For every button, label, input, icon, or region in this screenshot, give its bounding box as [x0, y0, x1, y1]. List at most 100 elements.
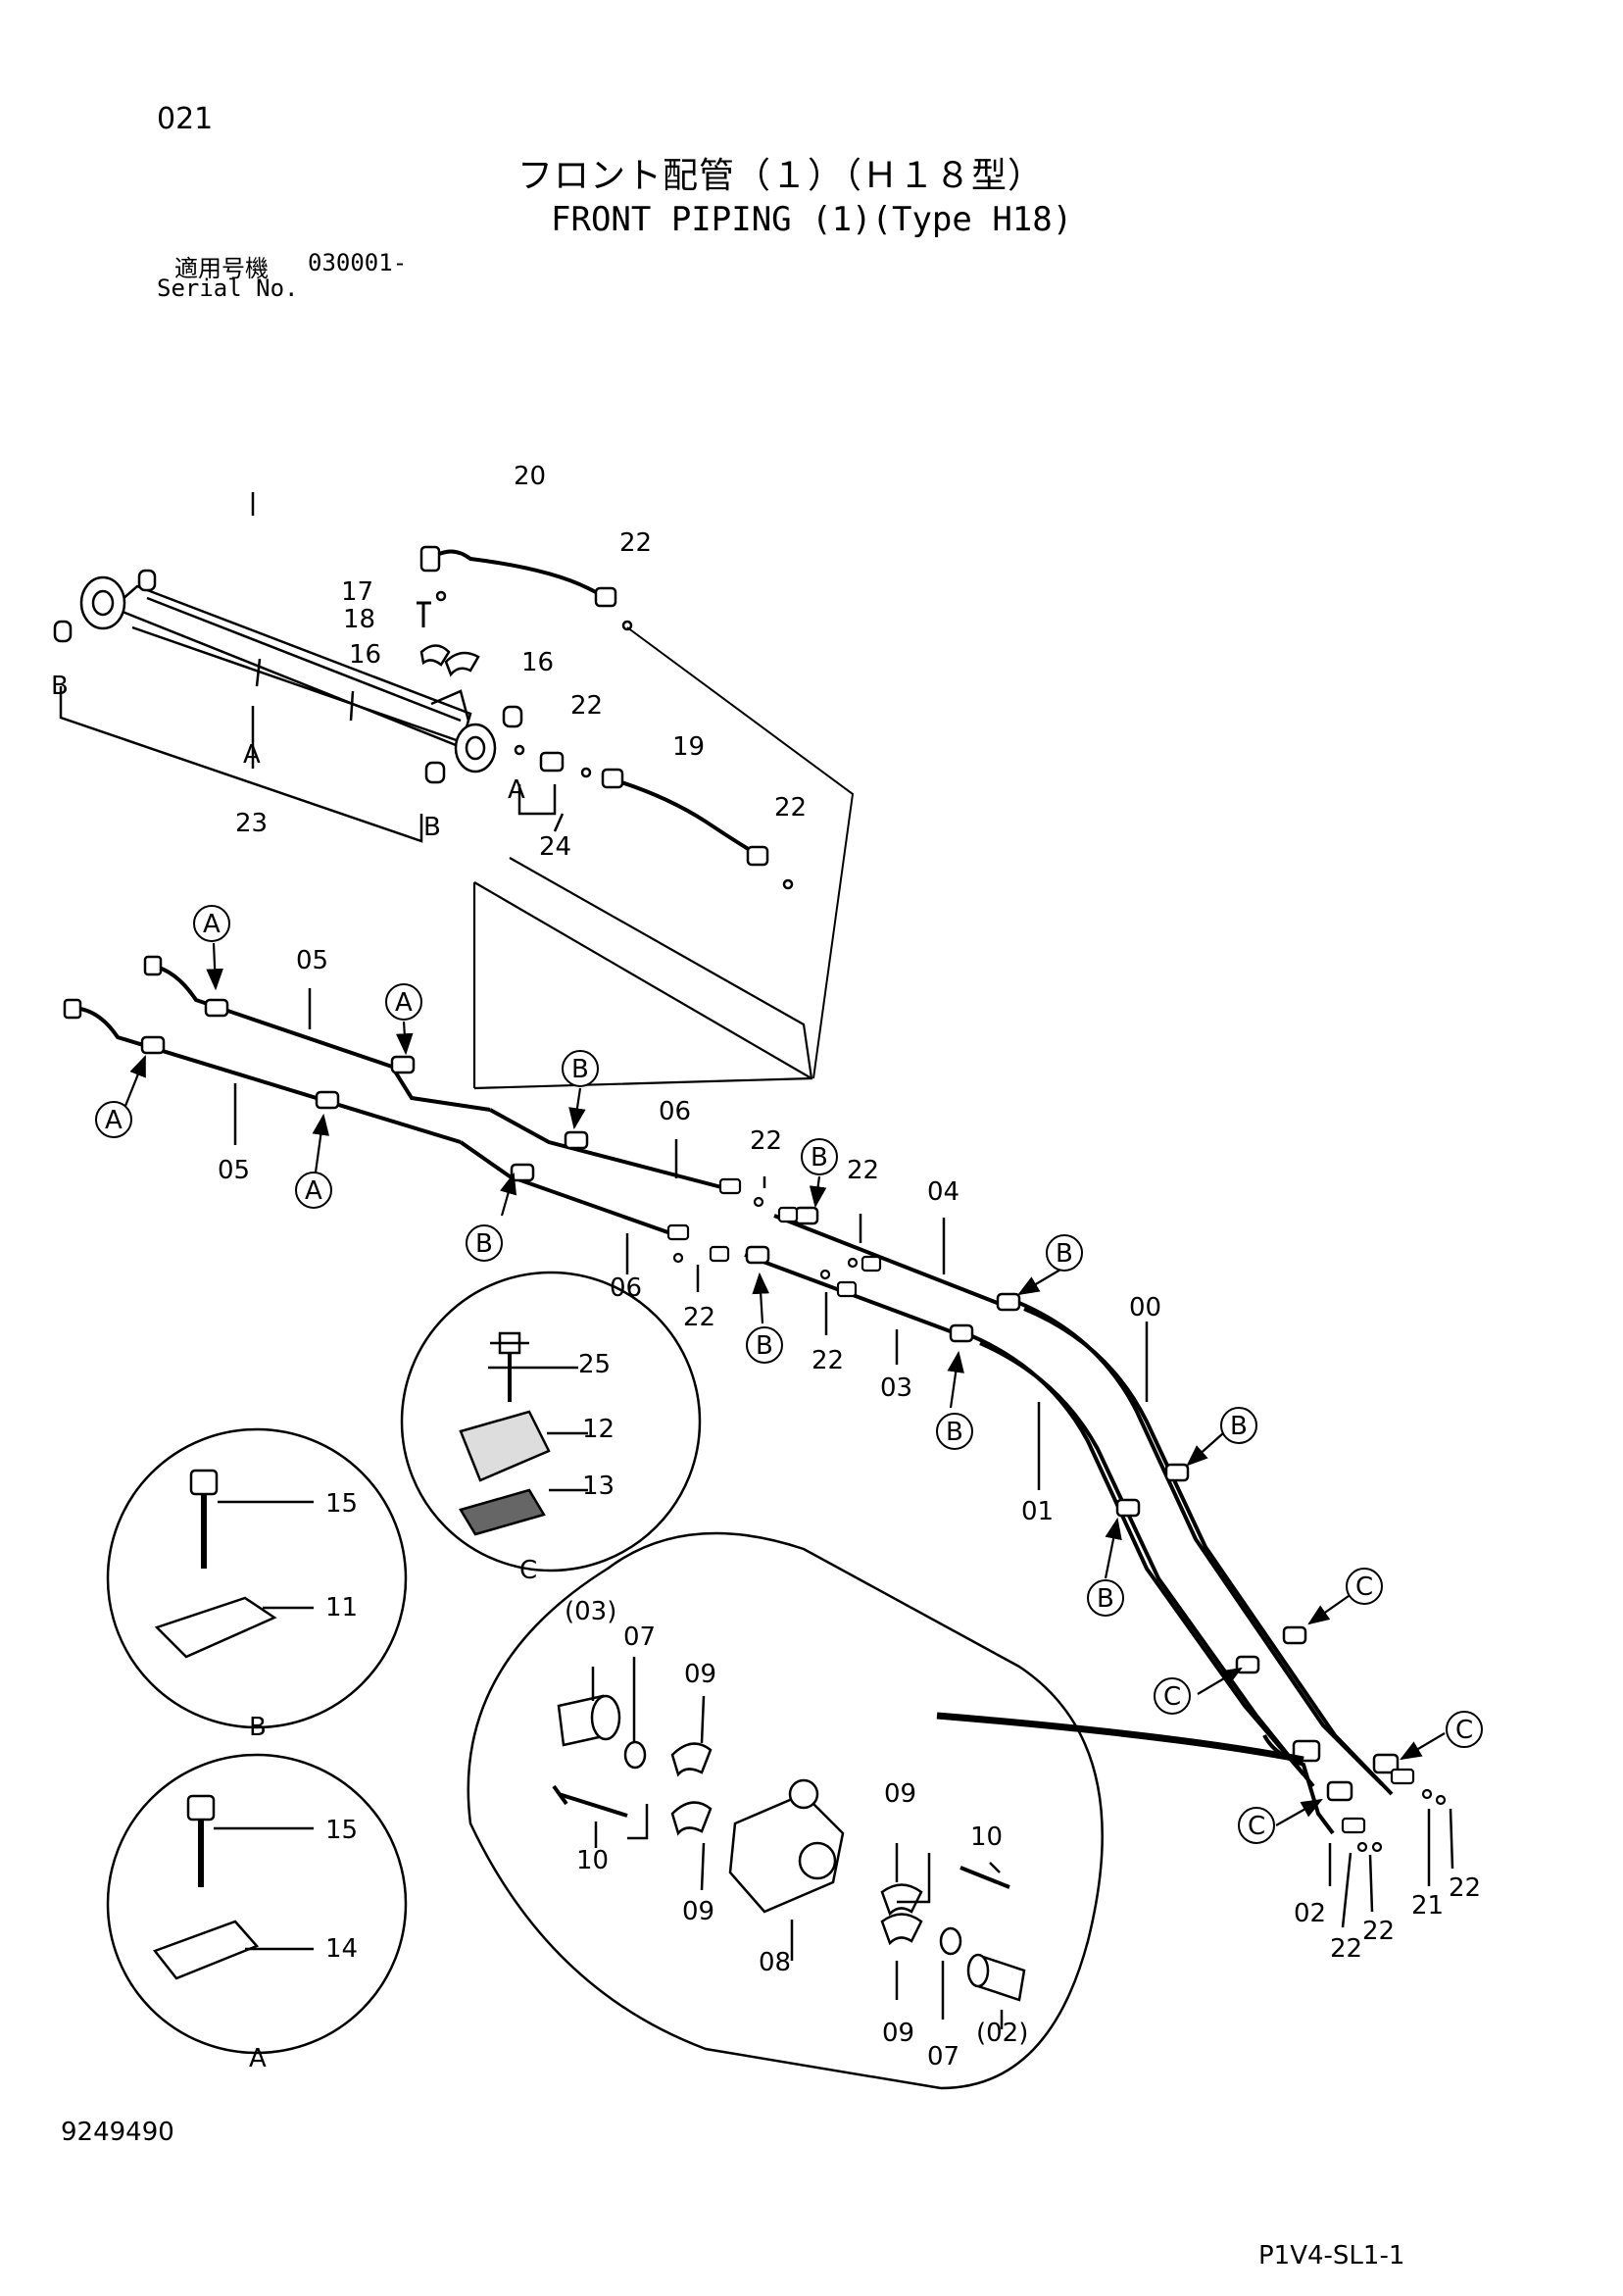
part-18-label: 18: [343, 605, 375, 634]
circled-callouts: A A A A B B B B B B B B C C C C: [95, 905, 1483, 1844]
svg-text:A: A: [395, 988, 413, 1018]
part-22-label: 22: [847, 1156, 879, 1185]
part-11-label: 11: [325, 1593, 358, 1622]
callout-b: B: [466, 1224, 503, 1262]
hose-20: [419, 545, 633, 631]
detail-part-09-label: 09: [884, 1779, 916, 1809]
part-16-label-left: 16: [349, 640, 381, 670]
callout-b: B: [936, 1413, 973, 1450]
part-22-label: 22: [750, 1126, 782, 1156]
svg-text:C: C: [1248, 1812, 1265, 1841]
callout-c: C: [1346, 1568, 1383, 1605]
callout-a: A: [193, 905, 230, 942]
part-22-label: 22: [1330, 1934, 1362, 1964]
pipe-06-upper: [489, 1108, 726, 1190]
clamps: [140, 998, 1400, 1802]
pipe-00: [1008, 1297, 1394, 1796]
svg-text:C: C: [1163, 1682, 1181, 1712]
page-reference: P1V4-SL1-1: [1258, 2241, 1405, 2271]
part-05-label-upper: 05: [296, 946, 328, 975]
detail-bubble-parts: [552, 1694, 1026, 2002]
part-23-label: 23: [235, 809, 268, 838]
detail-part-07-label: 07: [623, 1622, 656, 1652]
view-a-marker: A: [243, 740, 261, 770]
detail-part-10-label: 10: [970, 1822, 1003, 1852]
part-06-label-lower: 06: [610, 1273, 642, 1303]
cylinder-assembly: [53, 569, 523, 784]
callout-c: C: [1238, 1807, 1275, 1844]
callout-a: A: [95, 1101, 132, 1138]
part-20-label: 20: [514, 462, 546, 491]
part-17-label: 17: [341, 577, 373, 607]
clamp-16a: [419, 644, 451, 667]
part-22-label: 22: [570, 691, 603, 721]
page-title-en: FRONT PIPING (1)(Type H18): [551, 200, 1073, 239]
part-01-label: 01: [1021, 1497, 1054, 1526]
detail-part-02-label: (02): [976, 2019, 1028, 2048]
pipe-05-lower: [63, 998, 462, 1144]
part-15-label: 15: [325, 1489, 358, 1519]
document-number: 9249490: [61, 2118, 174, 2147]
svg-text:B: B: [756, 1331, 773, 1361]
part-22-label: 22: [683, 1303, 715, 1332]
part-12-label: 12: [582, 1415, 615, 1444]
callout-arrows: [123, 942, 1446, 1826]
view-c-label: C: [519, 1556, 537, 1585]
part-19-label: 19: [672, 732, 705, 762]
callout-b: B: [801, 1138, 838, 1175]
clamp-16b: [444, 651, 480, 677]
part-02-label: 02: [1294, 1899, 1326, 1928]
part-25-label: 25: [578, 1350, 611, 1379]
callout-b: B: [1046, 1234, 1083, 1272]
svg-text:A: A: [305, 1176, 322, 1206]
svg-text:B: B: [475, 1229, 493, 1259]
svg-text:B: B: [1230, 1412, 1248, 1441]
svg-text:B: B: [946, 1418, 963, 1447]
detail-view-b: [106, 1427, 408, 1729]
view-a-parts: [152, 1794, 314, 1980]
pipe-04: [773, 1214, 1001, 1306]
callout-b: B: [1220, 1407, 1257, 1444]
serial-label-en: Serial No.: [157, 275, 299, 302]
part-22-label: 22: [1449, 1873, 1481, 1903]
svg-text:B: B: [811, 1143, 828, 1173]
part-22-label: 22: [619, 528, 652, 558]
detail-bubble: [467, 1531, 1104, 2090]
svg-text:A: A: [105, 1106, 123, 1135]
pipe-05-upper: [143, 955, 491, 1112]
pipe-01: [964, 1331, 1315, 1788]
detail-part-10-label: 10: [576, 1846, 609, 1875]
detail-part-09-label: 09: [682, 1897, 714, 1926]
view-b-label: B: [249, 1713, 267, 1742]
view-a-marker: A: [508, 775, 525, 805]
callout-b: B: [746, 1326, 783, 1364]
detail-view-c: [400, 1271, 702, 1572]
callout-c: C: [1154, 1677, 1191, 1715]
svg-text:A: A: [203, 910, 221, 939]
view-b-marker: B: [423, 813, 441, 842]
detail-part-08-label: 08: [759, 1948, 791, 1977]
svg-text:B: B: [1056, 1239, 1073, 1269]
detail-part-09-label: 09: [684, 1660, 716, 1689]
svg-text:B: B: [1097, 1584, 1114, 1614]
serial-value: 030001-: [308, 249, 408, 276]
pipe-06-lower: [459, 1140, 677, 1237]
hose-19: [612, 777, 757, 855]
part-13-label: 13: [582, 1472, 615, 1501]
callout-a: A: [385, 983, 422, 1021]
detail-part-07-label: 07: [927, 2042, 959, 2071]
part-06-label-upper: 06: [659, 1097, 691, 1126]
view-a-label: A: [249, 2044, 267, 2073]
callout-a: A: [295, 1172, 332, 1209]
part-00-label: 00: [1129, 1293, 1161, 1323]
part-14-label: 14: [325, 1934, 358, 1964]
detail-part-09-label: 09: [882, 2019, 914, 2048]
svg-text:C: C: [1455, 1716, 1473, 1745]
part-21-label: 21: [1411, 1891, 1444, 1921]
svg-text:C: C: [1355, 1572, 1373, 1602]
callout-c: C: [1446, 1711, 1483, 1748]
part-16-label-right: 16: [521, 648, 554, 677]
view-b-marker: B: [51, 672, 69, 701]
part-22-label: 22: [774, 793, 807, 823]
